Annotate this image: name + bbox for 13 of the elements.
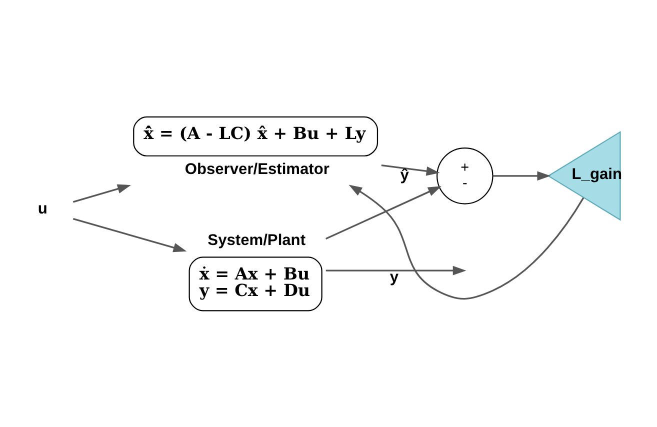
node-label: System/Plant <box>208 232 306 250</box>
arrow <box>326 266 466 276</box>
arrow <box>72 184 131 203</box>
arrow <box>348 184 584 300</box>
node-circle: + - <box>436 148 494 204</box>
arrow <box>326 186 442 240</box>
edge-label: ŷ <box>400 167 409 184</box>
edge-label: y <box>390 268 399 286</box>
node-label: Observer/Estimator <box>184 160 330 178</box>
arrow <box>72 218 187 252</box>
node-text: u <box>38 200 48 218</box>
arrow <box>492 171 551 181</box>
arrow <box>381 164 440 176</box>
